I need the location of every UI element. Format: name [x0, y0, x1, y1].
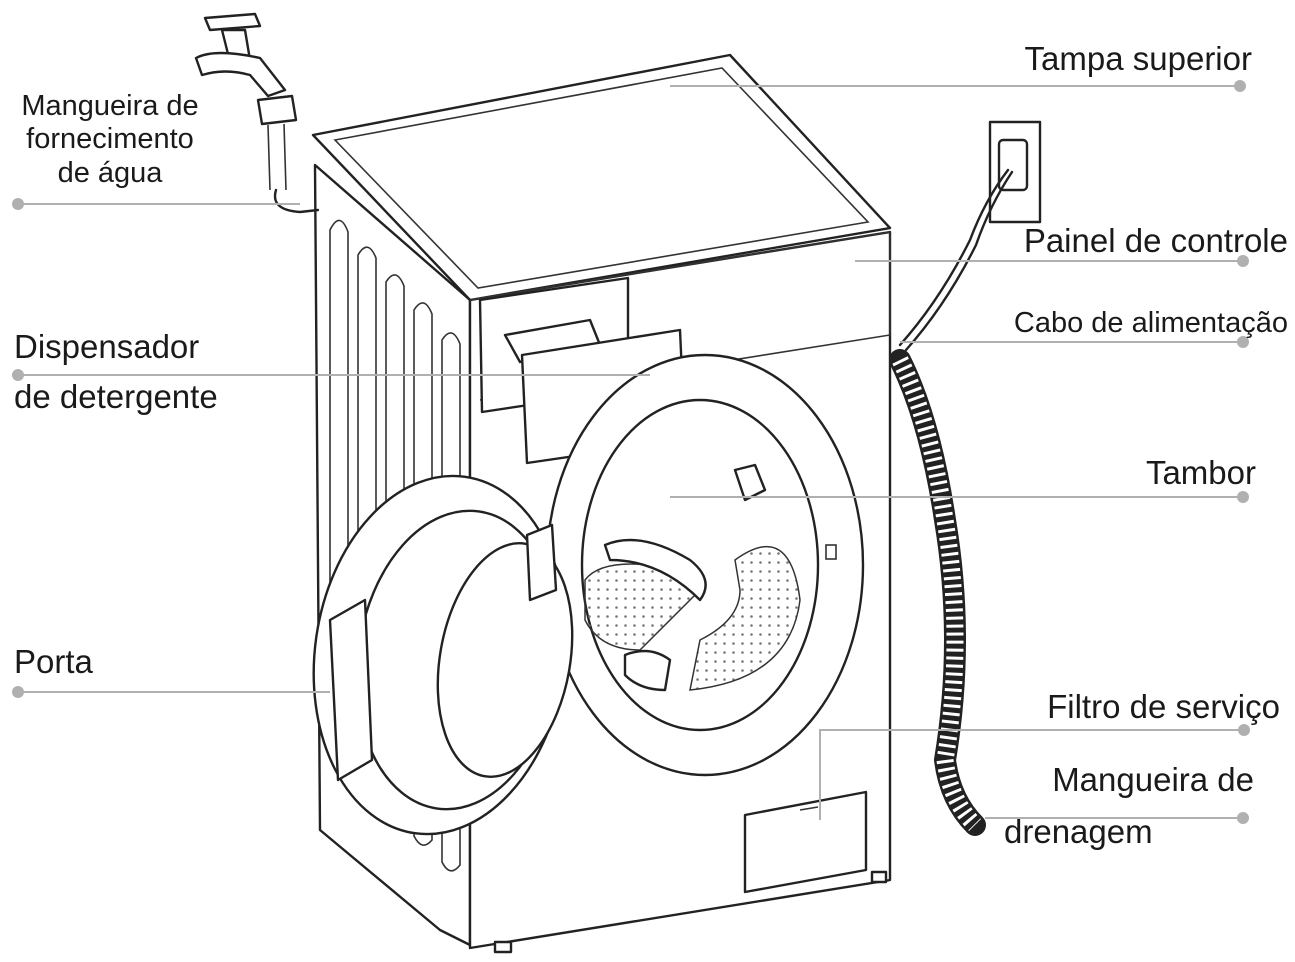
- drain-hose-illustration: [889, 349, 986, 836]
- drum-lifter-bottom: [623, 649, 672, 692]
- drum-lifter-top: [733, 463, 767, 502]
- label-control-panel: Painel de controle: [1024, 222, 1288, 259]
- drum-perforation-right: [689, 545, 801, 691]
- label-water-hose-line3: de água: [58, 157, 164, 189]
- leader-lines: [12, 80, 1250, 824]
- water-hose-illustration: [273, 188, 320, 214]
- label-service-filter: Filtro de serviço: [1047, 688, 1280, 725]
- label-water-hose-line2: fornecimento: [26, 123, 194, 155]
- label-drum: Tambor: [1146, 454, 1256, 491]
- label-door: Porta: [14, 643, 94, 680]
- label-drain-hose-line2: drenagem: [1004, 813, 1153, 850]
- service-filter-panel: [743, 790, 868, 894]
- label-water-hose-line1: Mangueira de: [21, 90, 198, 122]
- power-cable-illustration: [898, 168, 1010, 347]
- washing-machine-illustration: [194, 12, 1042, 954]
- label-power-cable: Cabo de alimentação: [1014, 307, 1288, 339]
- labels: Mangueira de fornecimento de água Tampa …: [14, 40, 1288, 850]
- power-socket-icon: [988, 120, 1042, 224]
- water-tap-icon: [194, 12, 298, 191]
- label-drain-hose-line1: Mangueira de: [1052, 761, 1254, 798]
- top-cover-inner: [333, 67, 870, 289]
- label-top-cover: Tampa superior: [1025, 40, 1252, 77]
- label-dispenser-line1: Dispensador: [14, 328, 199, 365]
- door-latch: [825, 544, 837, 560]
- door-illustration: [312, 474, 574, 836]
- drum-lifter: [603, 538, 707, 602]
- top-cover-shape: [311, 53, 892, 302]
- label-dispenser-line2: de detergente: [14, 378, 218, 415]
